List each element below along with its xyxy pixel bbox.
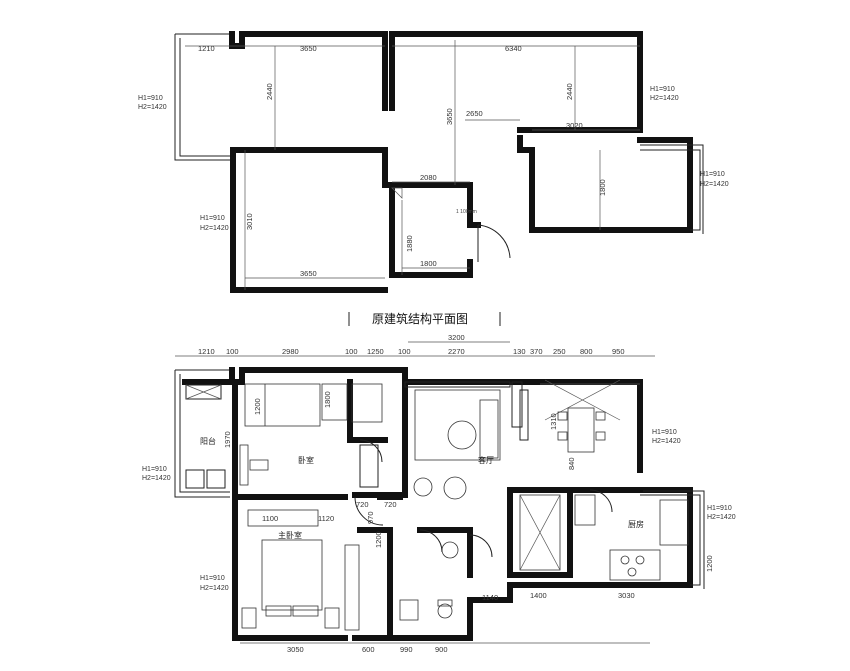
upper-dim-v-2: 3650 bbox=[445, 108, 454, 125]
lower-dim-bottom-1: 3050 bbox=[287, 645, 304, 654]
upper-small-note: 1 100mm bbox=[456, 209, 477, 215]
room-kitchen: 厨房 bbox=[628, 519, 644, 529]
lower-dim-top-1: 1210 bbox=[198, 347, 215, 356]
upper-window-note-4-h1: H1=910 bbox=[200, 215, 225, 222]
upper-balcony-outline bbox=[174, 34, 230, 161]
lower-window-note-1-h2: H2=1420 bbox=[142, 475, 171, 482]
lower-dim-inner-10: 1310 bbox=[549, 413, 558, 430]
lower-dim-top-9: 370 bbox=[530, 347, 543, 356]
lower-dim-inner-5: 1120 bbox=[318, 514, 334, 523]
upper-window-note-1-h2: H2=1420 bbox=[138, 104, 167, 111]
lower-window-note-2-h2: H2=1420 bbox=[652, 438, 681, 445]
lower-dim-top-7: 2270 bbox=[448, 347, 465, 356]
lower-window-note-3-h1: H1=910 bbox=[707, 505, 732, 512]
lower-window-note-1-h1: H1=910 bbox=[142, 466, 167, 473]
living-armchair bbox=[413, 477, 433, 497]
upper-wall-right bbox=[517, 135, 693, 233]
bedroom-door-panel bbox=[359, 444, 379, 488]
lower-dim-top-11: 800 bbox=[580, 347, 593, 356]
lower-dim-3200: 3200 bbox=[448, 333, 465, 342]
kitchen-stove bbox=[609, 549, 661, 581]
lower-dim-bottom-5: 1140 bbox=[482, 593, 498, 602]
upper-dim-v-3: 2440 bbox=[565, 83, 574, 100]
lower-plan: 3200 1210 100 2980 100 1250 100 2270 130… bbox=[142, 333, 736, 654]
upper-dim-v-4: 3010 bbox=[245, 213, 254, 230]
upper-dim-inner-1: 2650 bbox=[466, 109, 483, 118]
lower-window-note-4-h1: H1=910 bbox=[200, 575, 225, 582]
upper-dim-v-5: 1880 bbox=[405, 235, 414, 252]
upper-dim-v-6: 1800 bbox=[598, 179, 607, 196]
master-bed bbox=[261, 539, 323, 611]
lower-dim-top-12: 950 bbox=[612, 347, 625, 356]
lower-dim-top-5: 1250 bbox=[367, 347, 384, 356]
lower-wall-top bbox=[229, 367, 643, 473]
upper-dim-top-1: 1210 bbox=[198, 44, 215, 53]
upper-dim-inner-4: 1800 bbox=[420, 259, 437, 268]
lower-dim-bottom-3: 990 bbox=[400, 645, 413, 654]
lower-wall-left bbox=[232, 487, 348, 641]
lower-dim-bottom-7: 3030 bbox=[618, 591, 635, 600]
lower-dim-bottom-6: 1400 bbox=[530, 591, 547, 600]
living-rug bbox=[414, 389, 501, 461]
upper-plan: 1210 3650 6340 2440 3650 2440 3010 1880 … bbox=[138, 31, 729, 293]
lower-dim-inner-6: 720 bbox=[356, 500, 369, 509]
lower-dim-inner-12: 1200 bbox=[705, 555, 714, 572]
upper-dim-inner-2: 3020 bbox=[566, 121, 583, 130]
lower-dim-inner-11: 840 bbox=[567, 457, 576, 470]
toilet bbox=[437, 603, 453, 619]
upper-window-note-2-h1: H1=910 bbox=[650, 86, 675, 93]
upper-window-note-4-h2: H2=1420 bbox=[200, 225, 229, 232]
upper-window-note-2-h2: H2=1420 bbox=[650, 95, 679, 102]
upper-dim-inner-5: 3650 bbox=[300, 269, 317, 278]
lower-dim-top-8: 130 bbox=[513, 347, 526, 356]
room-bedroom: 卧室 bbox=[298, 455, 314, 465]
lower-dim-inner-1: 1200 bbox=[253, 398, 262, 415]
upper-dim-inner-3: 2080 bbox=[420, 173, 437, 182]
upper-wall-mid bbox=[230, 147, 388, 293]
lower-dim-top-4: 100 bbox=[345, 347, 358, 356]
room-balcony: 阳台 bbox=[200, 436, 216, 446]
lower-dim-inner-9: 1200 bbox=[374, 531, 383, 548]
lower-dim-inner-4: 1100 bbox=[262, 514, 278, 523]
lower-dim-bottom-2: 600 bbox=[362, 645, 375, 654]
lower-window-note-4-h2: H2=1420 bbox=[200, 585, 229, 592]
upper-dim-top-2: 3650 bbox=[300, 44, 317, 53]
bedroom-bed bbox=[244, 383, 321, 427]
lower-window-note-3-h2: H2=1420 bbox=[707, 514, 736, 521]
room-master-bedroom: 主卧室 bbox=[278, 530, 302, 540]
upper-window-note-3-h2: H2=1420 bbox=[700, 181, 729, 188]
lower-dim-top-10: 250 bbox=[553, 347, 566, 356]
lower-dim-top-6: 100 bbox=[398, 347, 411, 356]
lower-dim-bottom-4: 900 bbox=[435, 645, 448, 654]
upper-dim-v-1: 2440 bbox=[265, 83, 274, 100]
lower-dim-inner-8: 970 bbox=[366, 511, 375, 524]
lower-dim-inner-2: 1800 bbox=[323, 391, 332, 408]
plan-title: 原建筑结构平面图 bbox=[372, 311, 468, 326]
lower-window-note-2-h1: H1=910 bbox=[652, 429, 677, 436]
dining-table bbox=[567, 407, 595, 453]
lower-dim-inner-3: 1970 bbox=[223, 431, 232, 448]
upper-dim-top-3: 6340 bbox=[505, 44, 522, 53]
upper-door-arc bbox=[477, 224, 511, 259]
lower-dim-top-3: 2980 bbox=[282, 347, 299, 356]
upper-window-note-3-h1: H1=910 bbox=[700, 171, 725, 178]
lower-dim-inner-7: 720 bbox=[384, 500, 397, 509]
lower-dim-top-2: 100 bbox=[226, 347, 239, 356]
upper-window-note-1-h1: H1=910 bbox=[138, 95, 163, 102]
room-living: 客厅 bbox=[478, 455, 494, 465]
coffee-table bbox=[447, 420, 477, 450]
kitchen-sink bbox=[659, 499, 689, 546]
